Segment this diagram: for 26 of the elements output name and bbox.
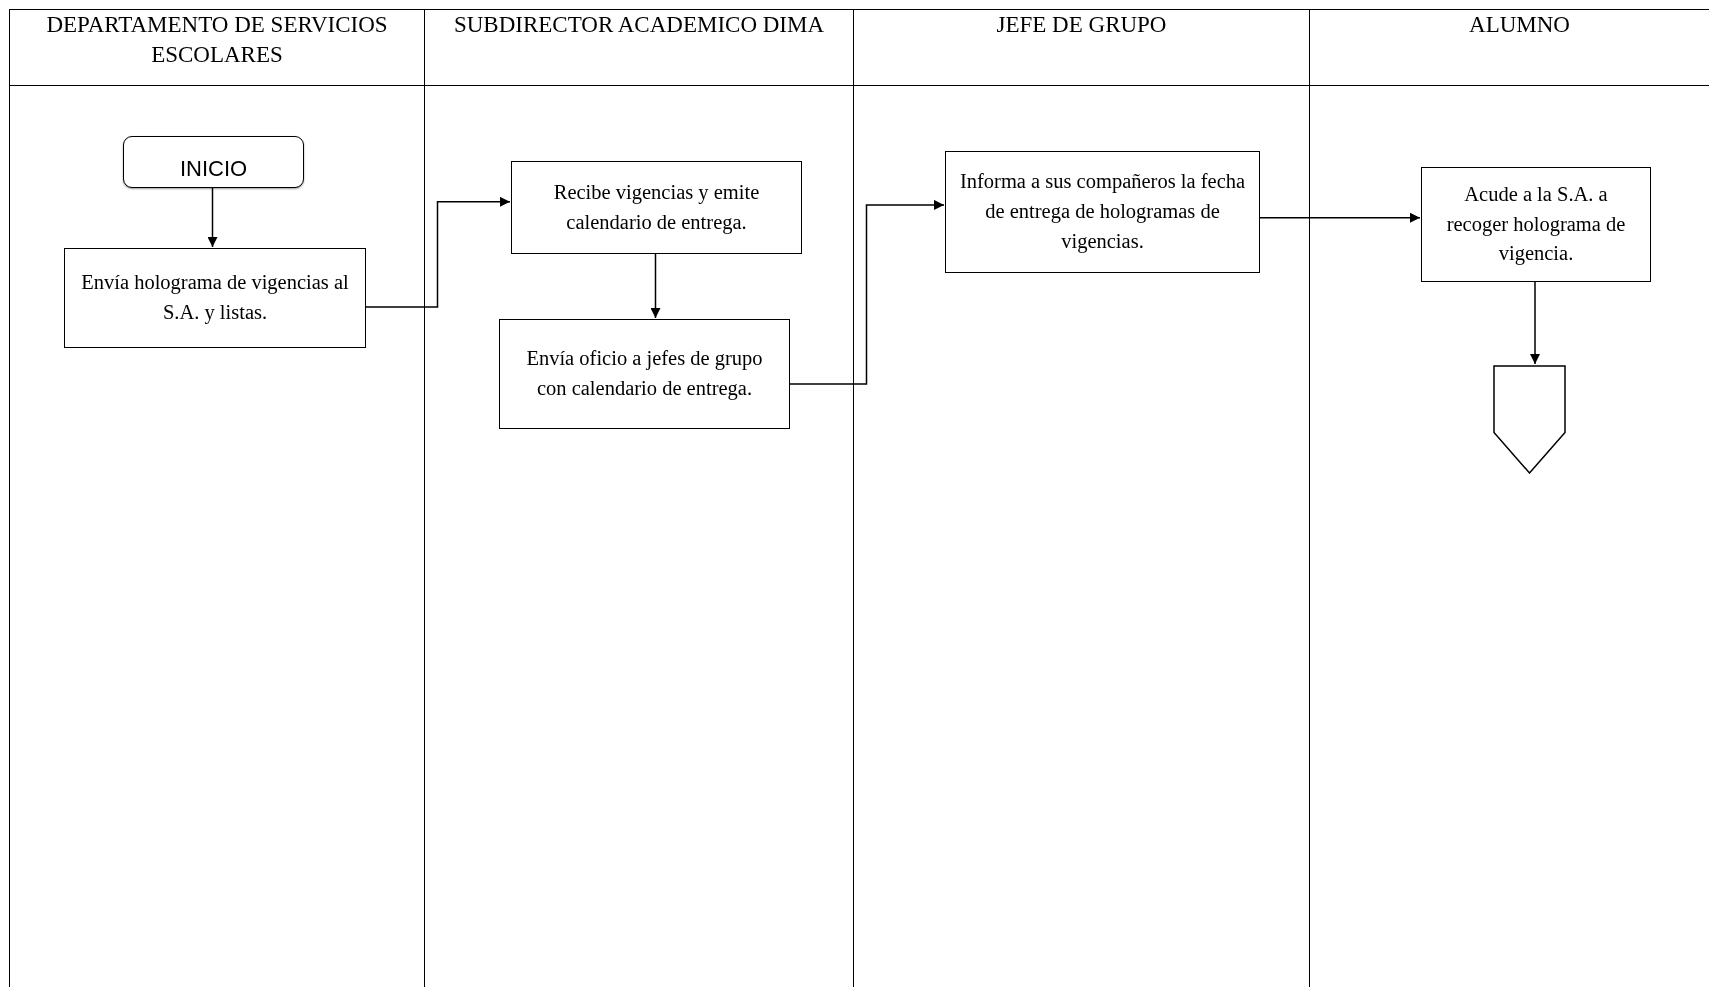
arrow xyxy=(1530,280,1540,365)
process-box xyxy=(64,248,366,348)
lane-header: SUBDIRECTOR ACADEMICO DIMA xyxy=(452,11,826,39)
process-box xyxy=(945,151,1260,273)
process-text: Recibe vigencias y emite calendario de entrega. xyxy=(552,179,761,236)
process-box xyxy=(499,319,790,429)
terminator-box xyxy=(123,136,304,188)
process-text: Envía holograma de vigencias al S.A. y listas. xyxy=(80,270,350,326)
arrow xyxy=(1258,212,1421,223)
process-text: Envía oficio a jefes de grupo con calendario de entrega. xyxy=(525,346,764,402)
lane-header: ALUMNO xyxy=(1468,11,1571,39)
terminator-label: INICIO xyxy=(179,155,248,182)
lane-header: JEFE DE GRUPO xyxy=(995,11,1168,39)
swimlane xyxy=(9,9,424,987)
process-box xyxy=(511,161,802,254)
process-box xyxy=(1421,167,1651,282)
arrow xyxy=(364,196,511,308)
process-text: Acude a la S.A. a recoger holograma de vigencia. xyxy=(1445,181,1627,267)
arrow xyxy=(207,186,218,248)
lane-header: DEPARTAMENTO DE SERVICIOS ESCOLARES xyxy=(45,11,389,69)
arrow xyxy=(788,199,945,385)
arrow xyxy=(650,252,661,319)
process-text: Informa a sus compañeros la fecha de entrega de hologramas de vigencias. xyxy=(958,169,1247,255)
swimlane xyxy=(424,9,853,987)
swimlane xyxy=(1309,9,1709,987)
swimlane xyxy=(853,9,1309,987)
